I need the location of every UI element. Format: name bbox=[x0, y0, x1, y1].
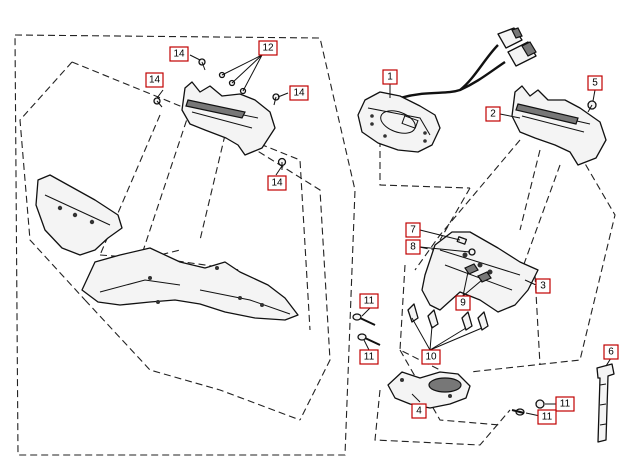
bolt-11-a bbox=[352, 313, 376, 326]
bolts-10 bbox=[407, 303, 489, 331]
left-leader-lines bbox=[156, 54, 289, 176]
instrument-cluster bbox=[357, 91, 441, 153]
callouts: 14 12 14 14 14 1 5 2 bbox=[145, 40, 619, 425]
wiring-harness bbox=[399, 27, 537, 100]
callout-9: 9 bbox=[455, 295, 471, 311]
svg-text:14: 14 bbox=[173, 49, 185, 60]
svg-text:2: 2 bbox=[490, 109, 496, 120]
windshield-bracket-right bbox=[511, 85, 607, 166]
screw-14-a bbox=[153, 97, 163, 108]
callout-14-c: 14 bbox=[289, 85, 309, 101]
svg-text:5: 5 bbox=[592, 78, 598, 89]
callout-4: 4 bbox=[411, 403, 427, 419]
svg-text:11: 11 bbox=[560, 399, 571, 410]
callout-3: 3 bbox=[535, 278, 551, 294]
lower-bracket-4 bbox=[387, 371, 471, 409]
screw-14-b bbox=[198, 58, 206, 71]
front-cowl-panel bbox=[35, 174, 123, 256]
bolt-5 bbox=[587, 100, 597, 113]
svg-text:3: 3 bbox=[540, 281, 546, 292]
svg-text:11: 11 bbox=[542, 412, 553, 423]
svg-text:11: 11 bbox=[364, 296, 375, 307]
callout-2: 2 bbox=[485, 106, 501, 122]
callout-14-a: 14 bbox=[145, 72, 164, 88]
screw-14-d bbox=[277, 157, 287, 170]
small-parts-7-8-9 bbox=[456, 236, 492, 283]
svg-text:10: 10 bbox=[425, 352, 437, 363]
callout-11-b: 11 bbox=[359, 349, 379, 365]
svg-text:4: 4 bbox=[416, 406, 422, 417]
callout-8: 8 bbox=[405, 239, 421, 255]
svg-text:9: 9 bbox=[460, 298, 466, 309]
connector-upper bbox=[497, 27, 523, 49]
callout-11-c: 11 bbox=[555, 396, 575, 412]
svg-text:8: 8 bbox=[410, 242, 416, 253]
strap-6 bbox=[596, 363, 615, 443]
screws-left-group bbox=[153, 58, 287, 170]
svg-text:11: 11 bbox=[364, 352, 375, 363]
callout-14-b: 14 bbox=[169, 46, 189, 62]
left-group-boundary bbox=[14, 34, 356, 456]
inner-lower-panel bbox=[81, 247, 299, 321]
callout-11-a: 11 bbox=[359, 293, 379, 309]
callout-12: 12 bbox=[258, 40, 278, 56]
svg-text:12: 12 bbox=[262, 43, 274, 54]
svg-text:7: 7 bbox=[410, 225, 416, 236]
svg-text:14: 14 bbox=[293, 88, 305, 99]
windshield-bracket-left bbox=[181, 81, 276, 156]
connector-lower bbox=[507, 41, 537, 67]
bolt-11-c bbox=[535, 399, 545, 409]
svg-text:1: 1 bbox=[387, 72, 393, 83]
bolt-11-d bbox=[511, 408, 525, 416]
mounting-bracket bbox=[421, 231, 539, 313]
callout-1: 1 bbox=[382, 69, 398, 85]
callout-14-d: 14 bbox=[267, 175, 287, 191]
callout-10: 10 bbox=[421, 349, 441, 365]
bolt-11-b bbox=[357, 333, 381, 346]
bolts-11 bbox=[352, 313, 545, 416]
svg-text:14: 14 bbox=[149, 75, 161, 86]
screw-14-c bbox=[272, 93, 280, 106]
callout-11-d: 11 bbox=[537, 409, 557, 425]
svg-text:14: 14 bbox=[271, 178, 283, 189]
callout-5: 5 bbox=[587, 75, 603, 91]
callout-6: 6 bbox=[603, 344, 619, 360]
svg-text:6: 6 bbox=[608, 347, 614, 358]
callout-7: 7 bbox=[405, 222, 421, 238]
